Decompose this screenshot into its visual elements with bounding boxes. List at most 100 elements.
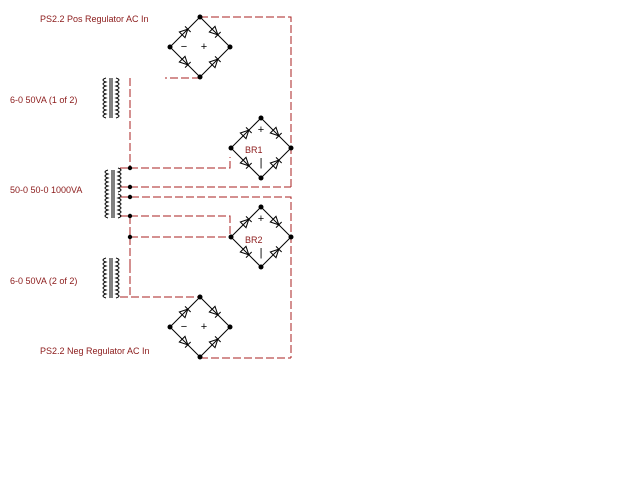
diode-bar xyxy=(245,251,253,259)
diode-bar xyxy=(275,221,283,229)
junction-dot xyxy=(167,324,173,330)
bridge-edge xyxy=(169,296,201,328)
transformer-bottom xyxy=(102,257,120,299)
junction-dot xyxy=(258,204,264,210)
bridge-rectifiers: −++|+|−+ xyxy=(167,14,294,360)
pos-regulator-label: PS2.2 Pos Regulator AC In xyxy=(40,14,149,24)
diode-triangle xyxy=(178,308,189,319)
diode-bar xyxy=(214,55,222,63)
bridge-neg-regulator: −+ xyxy=(167,294,233,360)
diode-bar xyxy=(275,132,283,140)
br2-label: BR2 xyxy=(245,235,263,245)
diode-triangle xyxy=(269,215,280,226)
junction-dot xyxy=(197,14,203,20)
diode-bar xyxy=(214,335,222,343)
wire-segment xyxy=(130,157,231,169)
diode-symbol xyxy=(239,126,253,140)
bridge-edge xyxy=(260,117,292,149)
diode-triangle xyxy=(239,245,250,256)
junction-dot xyxy=(258,175,264,181)
br1-label: BR1 xyxy=(245,145,263,155)
transformer-winding xyxy=(102,77,108,119)
junction-dot xyxy=(227,44,233,50)
transformer-winding xyxy=(116,193,122,219)
junction-dot xyxy=(127,234,133,240)
diode-bar xyxy=(184,305,192,313)
diode-symbol xyxy=(208,305,222,319)
bridge-edge xyxy=(169,46,201,78)
diode-symbol xyxy=(208,25,222,39)
junction-dot xyxy=(227,324,233,330)
diode-bar xyxy=(214,31,222,39)
bridge-br2: +| xyxy=(228,204,294,270)
diode-symbol xyxy=(178,25,192,39)
transformer-winding xyxy=(102,257,108,299)
junction-dot xyxy=(127,194,133,200)
diode-triangle xyxy=(239,129,250,140)
diode-bar xyxy=(275,156,283,164)
diode-symbol xyxy=(239,245,253,259)
diode-triangle xyxy=(239,218,250,229)
diode-bar xyxy=(245,126,253,134)
diode-bar xyxy=(184,341,192,349)
minus-sign: − xyxy=(181,41,187,53)
transformers xyxy=(102,77,122,299)
neg-regulator-label: PS2.2 Neg Regulator AC In xyxy=(40,346,150,356)
junction-dot xyxy=(258,115,264,121)
junction-dot xyxy=(288,145,294,151)
minus-bar: | xyxy=(260,247,263,259)
diode-symbol xyxy=(178,55,192,69)
diode-triangle xyxy=(208,305,219,316)
bridge-edge xyxy=(230,117,262,149)
transformer-winding xyxy=(114,77,120,119)
transformer-winding xyxy=(114,257,120,299)
diode-triangle xyxy=(208,58,219,69)
bridge-edge xyxy=(199,46,231,78)
wire-segment xyxy=(120,196,292,358)
diode-triangle xyxy=(208,338,219,349)
junction-dot xyxy=(197,74,203,80)
transformer-main xyxy=(104,167,122,219)
diode-triangle xyxy=(178,335,189,346)
minus-bar: | xyxy=(260,157,263,169)
transformer-winding xyxy=(116,167,122,193)
junction-dot xyxy=(228,145,234,151)
diode-bar xyxy=(184,61,192,69)
diode-triangle xyxy=(269,126,280,137)
diode-symbol xyxy=(269,215,283,229)
bridge-pos-regulator: −+ xyxy=(167,14,233,80)
diode-triangle xyxy=(178,55,189,66)
plus-sign: + xyxy=(201,321,207,333)
junction-dot xyxy=(228,234,234,240)
wire-segment xyxy=(200,16,292,187)
diode-symbol xyxy=(269,126,283,140)
wire-segment xyxy=(130,215,231,237)
junction-dot xyxy=(197,354,203,360)
diode-bar xyxy=(275,245,283,253)
diode-symbol xyxy=(208,55,222,69)
plus-sign: + xyxy=(201,41,207,53)
bridge-edge xyxy=(199,296,231,328)
bridge-edge xyxy=(230,206,262,238)
bridge-edge xyxy=(230,147,262,179)
diode-triangle xyxy=(269,159,280,170)
junction-dot xyxy=(288,234,294,240)
wiring xyxy=(120,16,292,359)
diode-bar xyxy=(245,215,253,223)
diode-symbol xyxy=(208,335,222,349)
diode-bar xyxy=(214,311,222,319)
diode-symbol xyxy=(269,156,283,170)
diode-triangle xyxy=(239,156,250,167)
minus-sign: − xyxy=(181,321,187,333)
transformer-winding xyxy=(104,169,110,219)
junction-dot xyxy=(197,294,203,300)
transformer-bottom-label: 6-0 50VA (2 of 2) xyxy=(10,276,77,286)
bridge-edge xyxy=(260,236,292,268)
diode-triangle xyxy=(208,25,219,36)
diode-bar xyxy=(184,25,192,33)
junction-dot xyxy=(167,44,173,50)
transformer-top xyxy=(102,77,120,119)
diode-bar xyxy=(245,162,253,170)
bridge-edge xyxy=(199,16,231,48)
